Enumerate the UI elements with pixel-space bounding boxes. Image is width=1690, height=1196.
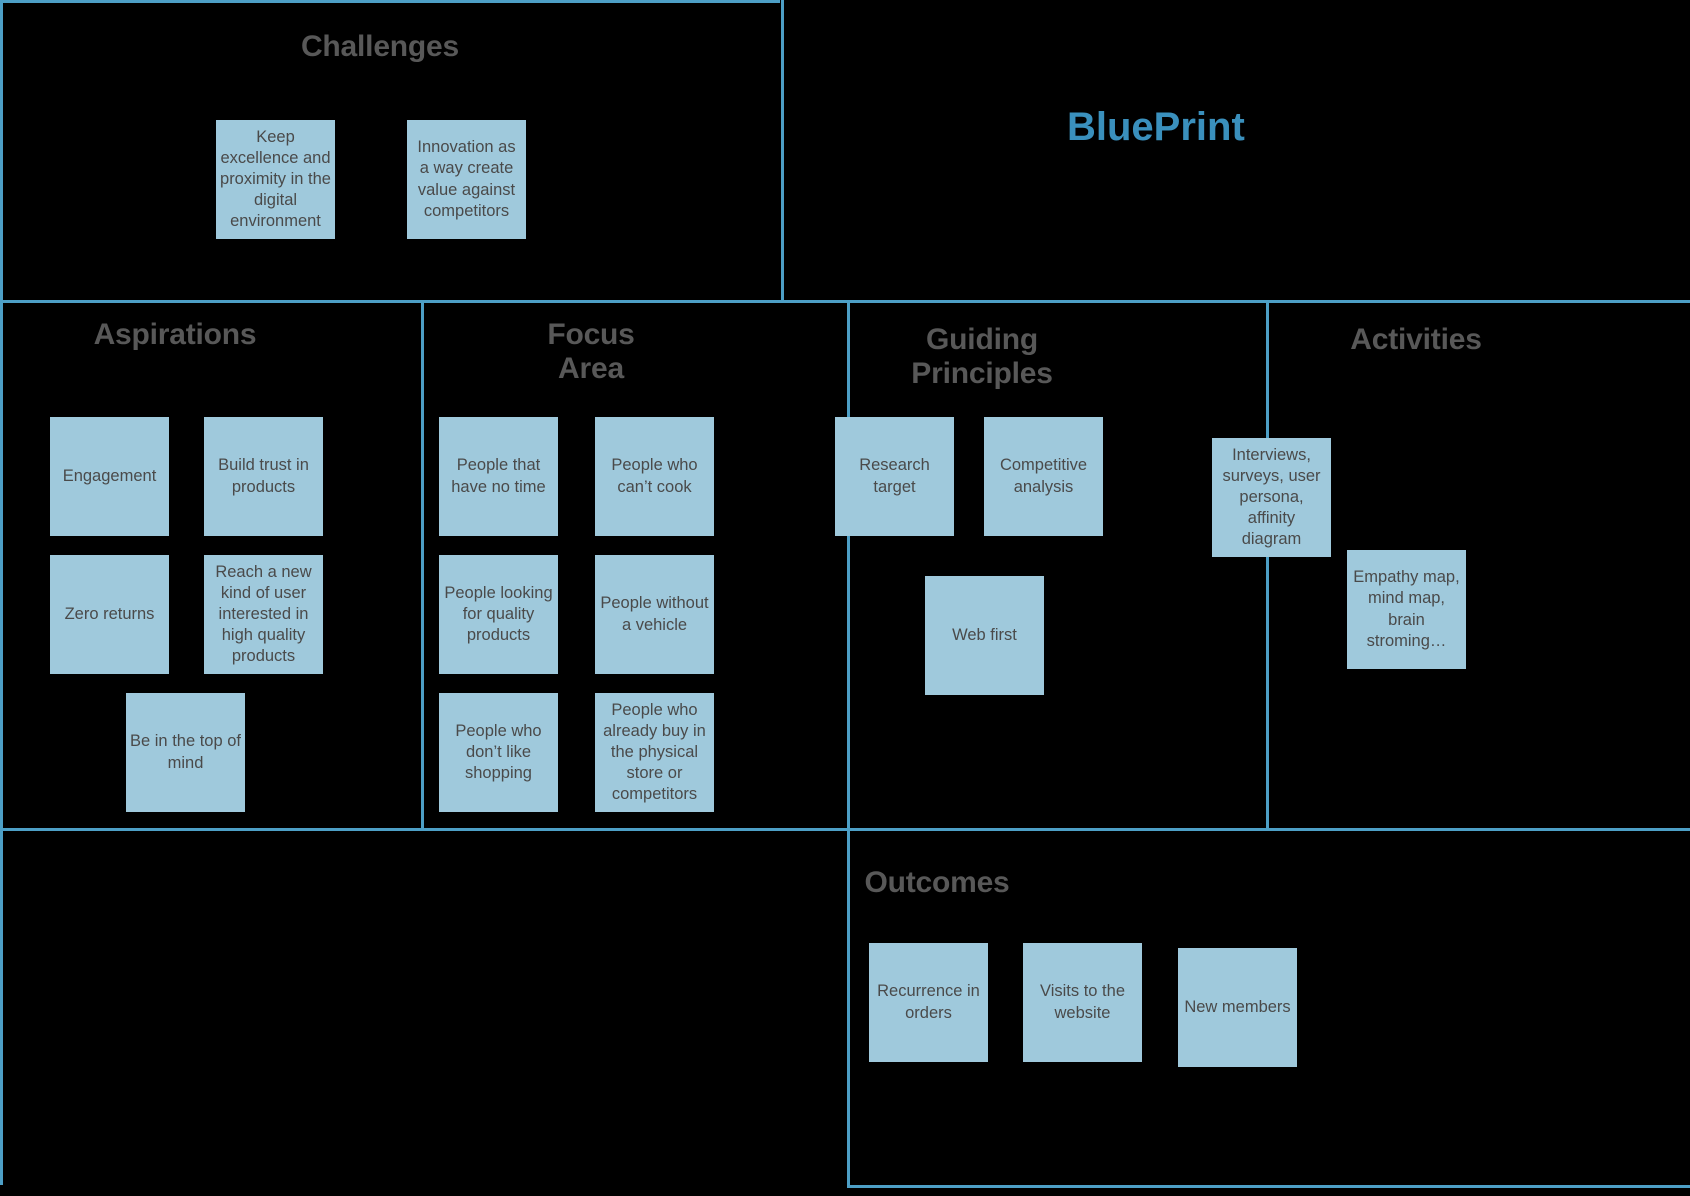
focus-area-card[interactable]: People looking for quality products bbox=[439, 555, 558, 674]
guiding-principles-card[interactable]: Competitive analysis bbox=[984, 417, 1103, 536]
guiding-principles-title: Guiding Principles bbox=[911, 323, 1053, 391]
card-text: Build trust in products bbox=[218, 456, 309, 496]
card-text: Web first bbox=[952, 625, 1017, 644]
card-text: Empathy map, mind map, brain stroming… bbox=[1353, 568, 1460, 650]
panel-brand: BluePrint bbox=[781, 0, 1690, 300]
card-text: Zero returns bbox=[64, 604, 155, 623]
aspirations-card[interactable]: Engagement bbox=[50, 417, 169, 536]
panel-guiding-principles: Guiding Principles Research target Compe… bbox=[835, 300, 1266, 828]
card-text: Recurrence in orders bbox=[877, 982, 980, 1022]
card-text: People who don’t like shopping bbox=[455, 721, 542, 783]
activities-card[interactable]: Empathy map, mind map, brain stroming… bbox=[1347, 550, 1466, 669]
grid-line-row2-bottom bbox=[0, 828, 1690, 831]
aspirations-card[interactable]: Be in the top of mind bbox=[126, 693, 245, 812]
card-text: Reach a new kind of user interested in h… bbox=[215, 562, 312, 666]
card-text: People without a vehicle bbox=[600, 594, 709, 634]
card-text: Interviews, surveys, user persona, affin… bbox=[1222, 445, 1321, 549]
activities-card[interactable]: Interviews, surveys, user persona, affin… bbox=[1212, 438, 1331, 557]
aspirations-title: Aspirations bbox=[93, 318, 257, 351]
guiding-principles-card[interactable]: Web first bbox=[925, 576, 1044, 695]
grid-line-principles-activities bbox=[1266, 300, 1269, 828]
focus-area-card[interactable]: People who don’t like shopping bbox=[439, 693, 558, 812]
focus-area-title: Focus Area bbox=[547, 318, 635, 386]
grid-line-aspirations-focus bbox=[421, 300, 424, 828]
card-text: Competitive analysis bbox=[999, 456, 1088, 496]
grid-line-left-border bbox=[0, 0, 3, 1185]
outcomes-title: Outcomes bbox=[864, 866, 1010, 899]
outcomes-card[interactable]: Recurrence in orders bbox=[869, 943, 988, 1062]
grid-line-center-lower bbox=[847, 300, 850, 1185]
card-text: Keep excellence and proximity in the dig… bbox=[220, 127, 331, 231]
grid-line-row1-bottom bbox=[0, 300, 1690, 303]
focus-area-card[interactable]: People that have no time bbox=[439, 417, 558, 536]
card-text: People that have no time bbox=[451, 456, 546, 496]
focus-area-card[interactable]: People without a vehicle bbox=[595, 555, 714, 674]
grid-line-top-border bbox=[0, 0, 780, 3]
card-text: People who can’t cook bbox=[611, 456, 698, 496]
aspirations-card[interactable]: Reach a new kind of user interested in h… bbox=[204, 555, 323, 674]
panel-focus-area: Focus Area People that have no time Peop… bbox=[421, 300, 847, 828]
outcomes-card[interactable]: Visits to the website bbox=[1023, 943, 1142, 1062]
grid-line-bottom-border bbox=[847, 1185, 1690, 1188]
challenges-title: Challenges bbox=[300, 30, 460, 63]
guiding-principles-card[interactable]: Research target bbox=[835, 417, 954, 536]
challenges-card[interactable]: Innovation as a way create value against… bbox=[407, 120, 526, 239]
panel-activities: Activities Interviews, surveys, user per… bbox=[1212, 300, 1690, 828]
card-text: Visits to the website bbox=[1040, 982, 1125, 1022]
card-text: Research target bbox=[859, 456, 930, 496]
challenges-card[interactable]: Keep excellence and proximity in the dig… bbox=[216, 120, 335, 239]
panel-challenges: Challenges Keep excellence and proximity… bbox=[0, 0, 781, 300]
card-text: People looking for quality products bbox=[444, 583, 553, 645]
card-text: Be in the top of mind bbox=[130, 732, 241, 772]
card-text: Engagement bbox=[62, 466, 157, 485]
aspirations-card[interactable]: Build trust in products bbox=[204, 417, 323, 536]
activities-title: Activities bbox=[1350, 323, 1482, 356]
card-text: New members bbox=[1184, 997, 1291, 1016]
card-text: People who already buy in the physical s… bbox=[603, 700, 706, 804]
aspirations-card[interactable]: Zero returns bbox=[50, 555, 169, 674]
panel-outcomes: Outcomes Recurrence in orders Visits to … bbox=[847, 828, 1690, 1185]
panel-aspirations: Aspirations Engagement Build trust in pr… bbox=[0, 300, 421, 828]
brand-title: BluePrint bbox=[1067, 105, 1245, 149]
focus-area-card[interactable]: People who can’t cook bbox=[595, 417, 714, 536]
focus-area-card[interactable]: People who already buy in the physical s… bbox=[595, 693, 714, 812]
grid-line-center bbox=[781, 0, 784, 300]
card-text: Innovation as a way create value against… bbox=[417, 138, 516, 220]
outcomes-card[interactable]: New members bbox=[1178, 948, 1297, 1067]
